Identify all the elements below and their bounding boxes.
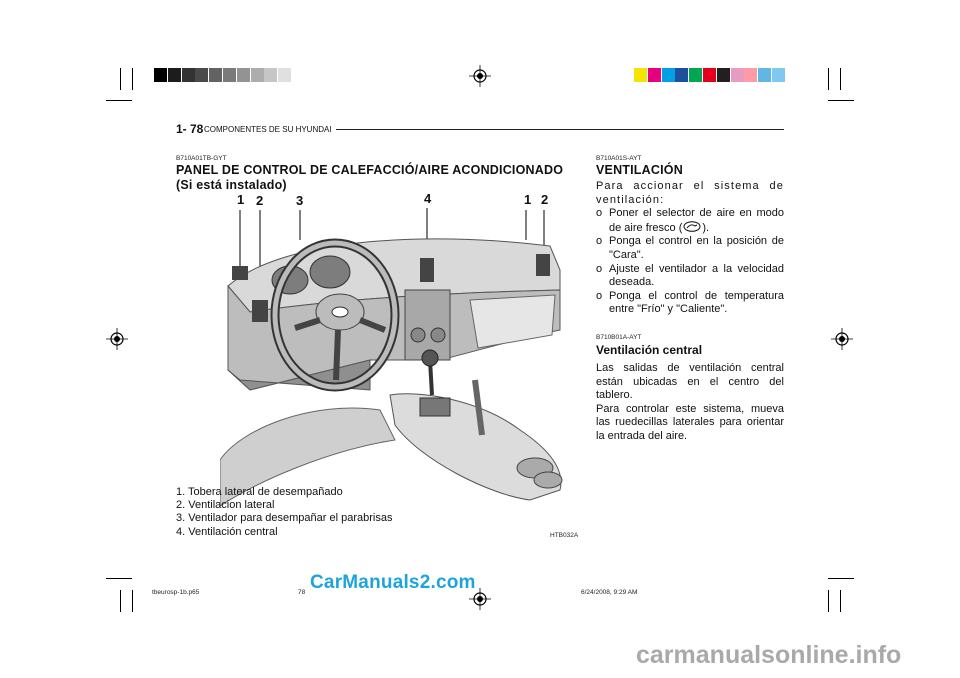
page-number: 1- 78 xyxy=(176,122,204,136)
gray-swatch xyxy=(278,68,292,82)
color-calibration-strip xyxy=(634,68,786,82)
intro-text: Para accionar el sistema de ventilación: xyxy=(596,180,784,206)
paragraph: Para controlar este sistema, mueva las r… xyxy=(596,402,784,442)
registration-mark-icon xyxy=(831,328,853,350)
watermark-carmanuals2[interactable]: CarManuals2.com xyxy=(310,572,476,593)
dashboard-illustration xyxy=(220,208,563,506)
color-swatch xyxy=(744,68,758,82)
fresh-air-mode-icon xyxy=(683,220,701,232)
footer-page: 78 xyxy=(298,589,306,596)
color-swatch xyxy=(758,68,772,82)
footer-date: 6/24/2008, 9:29 AM xyxy=(581,589,638,596)
gray-swatch xyxy=(236,68,250,82)
list-item: o Poner el selector de aire en modo de a… xyxy=(596,207,784,234)
paragraph: Las salidas de ventilación central están… xyxy=(596,362,784,402)
color-swatch xyxy=(771,68,785,82)
callout-number: 1 xyxy=(237,192,245,207)
section-code: B710B01A-AYT xyxy=(596,334,642,341)
registration-mark-icon xyxy=(106,328,128,350)
header-rule xyxy=(336,129,784,130)
list-item: o Ajuste el ventilador a la velocidad de… xyxy=(596,262,784,289)
registration-mark-icon xyxy=(469,65,491,87)
gray-swatch xyxy=(250,68,264,82)
figure-legend: 1. Tobera lateral de desempañado 2. Vent… xyxy=(176,486,392,539)
color-swatch xyxy=(689,68,703,82)
callout-number: 4 xyxy=(424,191,432,206)
gray-swatch xyxy=(167,68,181,82)
callout-number: 2 xyxy=(256,193,264,208)
ventilation-section: B710A01S-AYT VENTILACIÓN Para accionar e… xyxy=(596,155,784,317)
color-swatch xyxy=(730,68,744,82)
callout-number: 2 xyxy=(541,192,549,207)
callout-number: 1 xyxy=(524,192,532,207)
legend-item: 3. Ventilador para desempañar el parabri… xyxy=(176,512,393,525)
watermark-carmanualsonline[interactable]: carmanualsonline.info xyxy=(636,641,902,669)
section-code: B710A01TB-GYT xyxy=(176,155,227,162)
legend-item: 4. Ventilación central xyxy=(176,525,278,538)
section-title: PANEL DE CONTROL DE CALEFACCIÓ/AIRE ACON… xyxy=(176,163,564,192)
color-swatch xyxy=(702,68,716,82)
gray-swatch xyxy=(195,68,209,82)
list-item: o Ponga el control en la posición de "Ca… xyxy=(596,235,784,261)
legend-item: 1. Tobera lateral de desempañado xyxy=(176,486,343,498)
section-title: VENTILACIÓN xyxy=(596,163,683,177)
legend-item: 2. Ventilacion lateral xyxy=(176,499,275,512)
color-swatch xyxy=(716,68,730,82)
gray-swatch xyxy=(209,68,223,82)
gray-swatch xyxy=(264,68,278,82)
color-swatch xyxy=(634,68,647,82)
grayscale-calibration-strip xyxy=(154,68,292,82)
figure-code: HTB032A xyxy=(550,532,579,539)
color-swatch xyxy=(647,68,661,82)
gray-swatch xyxy=(222,68,236,82)
color-swatch xyxy=(661,68,675,82)
list-item: o Ponga el control de temperatura entre … xyxy=(596,289,784,316)
callout-number: 3 xyxy=(296,193,304,208)
registration-mark-icon xyxy=(469,588,491,610)
gray-swatch xyxy=(154,68,167,82)
central-ventilation-section: B710B01A-AYT Ventilación central Las sal… xyxy=(596,334,784,444)
section-code: B710A01S-AYT xyxy=(596,155,642,162)
color-swatch xyxy=(675,68,689,82)
section-title: Ventilación central xyxy=(596,343,703,357)
gray-swatch xyxy=(181,68,195,82)
footer-filename: tbeurosp-1b.p65 xyxy=(152,589,200,596)
section-header: COMPONENTES DE SU HYUNDAI xyxy=(204,125,332,134)
